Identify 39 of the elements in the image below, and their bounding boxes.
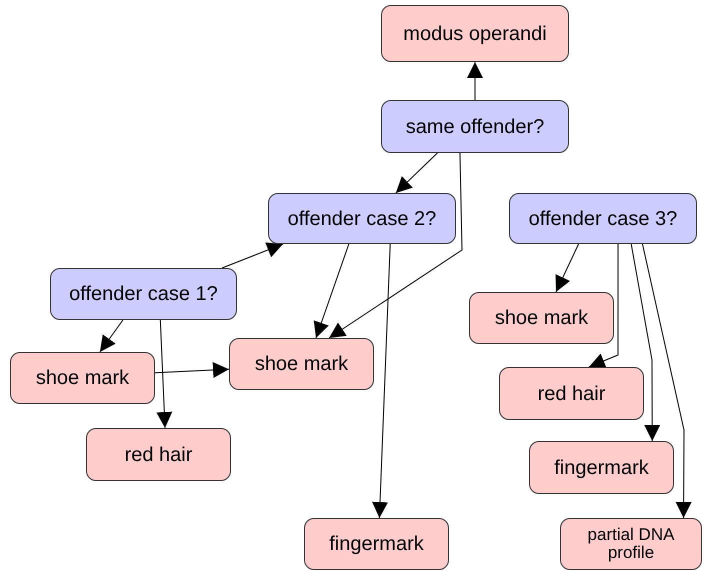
hypothesis-box: [509, 193, 697, 244]
hypothesis-box: [50, 268, 237, 320]
hypothesis-box: [381, 100, 569, 153]
evidence-box: [381, 5, 569, 62]
node-label: offender case 1?: [69, 283, 218, 305]
arrow: [154, 362, 230, 378]
evidence-box: [469, 292, 614, 344]
arrow: [328, 152, 462, 338]
node-label: fingermark: [554, 456, 649, 478]
arrow: [630, 244, 660, 442]
node-label: modus operandi: [403, 22, 547, 44]
arrow: [372, 244, 391, 518]
arrow: [314, 244, 350, 338]
arrow: [156, 320, 172, 428]
arrow: [642, 244, 692, 518]
node-label: offender case 2?: [288, 208, 436, 230]
evidence-box: [560, 518, 702, 570]
node-label: shoe mark: [254, 353, 348, 375]
node-label: red hair: [124, 444, 192, 466]
evidence-box: [529, 441, 674, 494]
hypothesis-box: [268, 193, 456, 244]
evidence-box: [229, 338, 374, 390]
node-label: shoe mark: [36, 367, 130, 389]
node-label: shoe mark: [494, 307, 588, 329]
arrow: [467, 62, 483, 100]
evidence-box: [499, 367, 644, 420]
evidence-box: [86, 428, 231, 481]
evidence-box: [304, 518, 449, 570]
arrow: [588, 244, 619, 368]
node-label: same offender?: [406, 116, 544, 138]
arrow: [395, 152, 438, 194]
arrow: [556, 244, 580, 292]
node-label: red hair: [538, 382, 606, 404]
arrow: [222, 242, 284, 268]
node-label: offender case 3?: [528, 208, 678, 230]
evidence-box: [10, 352, 155, 404]
arrow: [99, 320, 124, 352]
node-label: fingermark: [329, 533, 424, 555]
node-label: partial DNA profile: [586, 526, 676, 562]
